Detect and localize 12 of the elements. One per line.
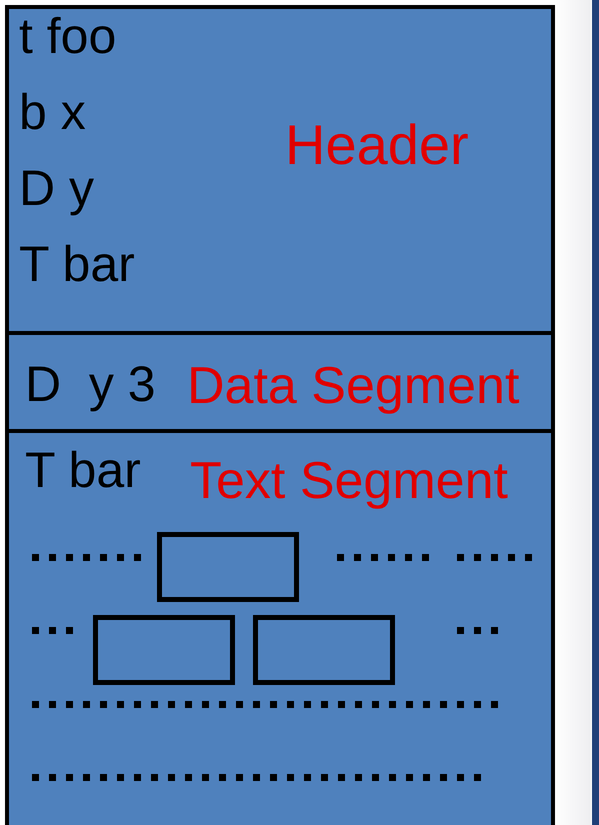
section-title: Header: [285, 117, 469, 173]
section-title: Data Segment: [187, 360, 520, 412]
empty-box: [157, 532, 299, 602]
header-text: t foo: [19, 11, 116, 61]
empty-box: [253, 615, 395, 685]
header-text: T bar: [19, 239, 135, 289]
header-text: D y: [19, 163, 94, 213]
section-title: Text Segment: [190, 455, 508, 507]
text-line: T bar: [25, 445, 141, 495]
empty-box: [93, 615, 235, 685]
data-text: D y 3: [25, 359, 156, 409]
header-text: b x: [19, 87, 86, 137]
